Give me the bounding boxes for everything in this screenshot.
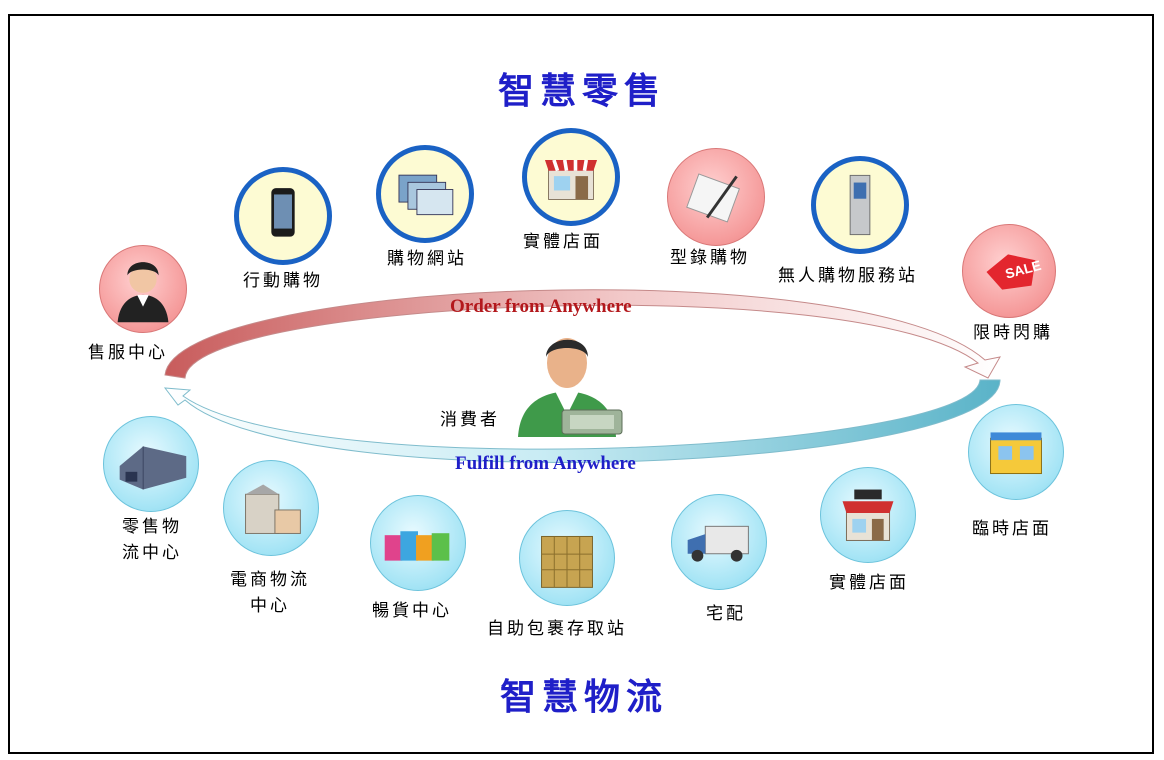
customer-service-agent-icon [99, 245, 187, 333]
diagram-frame [8, 14, 1154, 754]
physical-store-logistics-label: 實體店面 [829, 573, 909, 593]
catalog-shopping-label: 型錄購物 [670, 248, 750, 268]
catalog-pen-icon [667, 148, 765, 246]
smartphone-icon [234, 167, 332, 265]
smart-retail-title: 智慧零售 [498, 70, 667, 112]
kiosk-icon [811, 156, 909, 254]
shopping-bags-icon [370, 495, 466, 591]
retail-logistics-center-label: 零售物 流中心 [112, 514, 192, 566]
shopping-website-label: 購物網站 [387, 249, 467, 269]
ecommerce-logistics-center-label: 電商物流 中心 [220, 567, 320, 619]
website-windows-icon [376, 145, 474, 243]
ecommerce-logistics-center-line2: 中心 [250, 596, 290, 616]
flash-sale-label: 限時閃購 [973, 323, 1053, 343]
order-arrow [164, 289, 1001, 379]
parcel-locker-icon [519, 510, 615, 606]
ecommerce-logistics-center-line1: 電商物流 [230, 570, 310, 590]
fulfill-from-anywhere-label: Fulfill from Anywhere [455, 453, 636, 474]
outlet-center-label: 暢貨中心 [372, 601, 452, 621]
self-service-parcel-station-label: 自助包裹存取站 [487, 619, 627, 639]
unmanned-kiosk-label: 無人購物服務站 [778, 266, 918, 286]
logistics-building-icon [223, 460, 319, 556]
shop-storefront-icon [522, 128, 620, 226]
delivery-truck-icon [671, 494, 767, 590]
consumer-person-icon [510, 325, 625, 440]
sale-tag-icon: SALE [962, 224, 1056, 318]
order-from-anywhere-label: Order from Anywhere [450, 296, 632, 317]
temporary-store-label: 臨時店面 [972, 519, 1052, 539]
mobile-shopping-label: 行動購物 [243, 271, 323, 291]
fulfill-arrow [163, 379, 1001, 463]
customer-service-label: 售服中心 [88, 343, 168, 363]
home-delivery-label: 宅配 [706, 604, 746, 624]
physical-store-label: 實體店面 [523, 232, 603, 252]
popup-store-icon [968, 404, 1064, 500]
retail-logistics-center-line1: 零售物 [122, 517, 182, 537]
shop-storefront-icon [820, 467, 916, 563]
warehouse-icon [103, 416, 199, 512]
consumer-label: 消費者 [440, 410, 500, 430]
retail-logistics-center-line2: 流中心 [122, 543, 182, 563]
smart-logistics-title: 智慧物流 [500, 676, 669, 718]
